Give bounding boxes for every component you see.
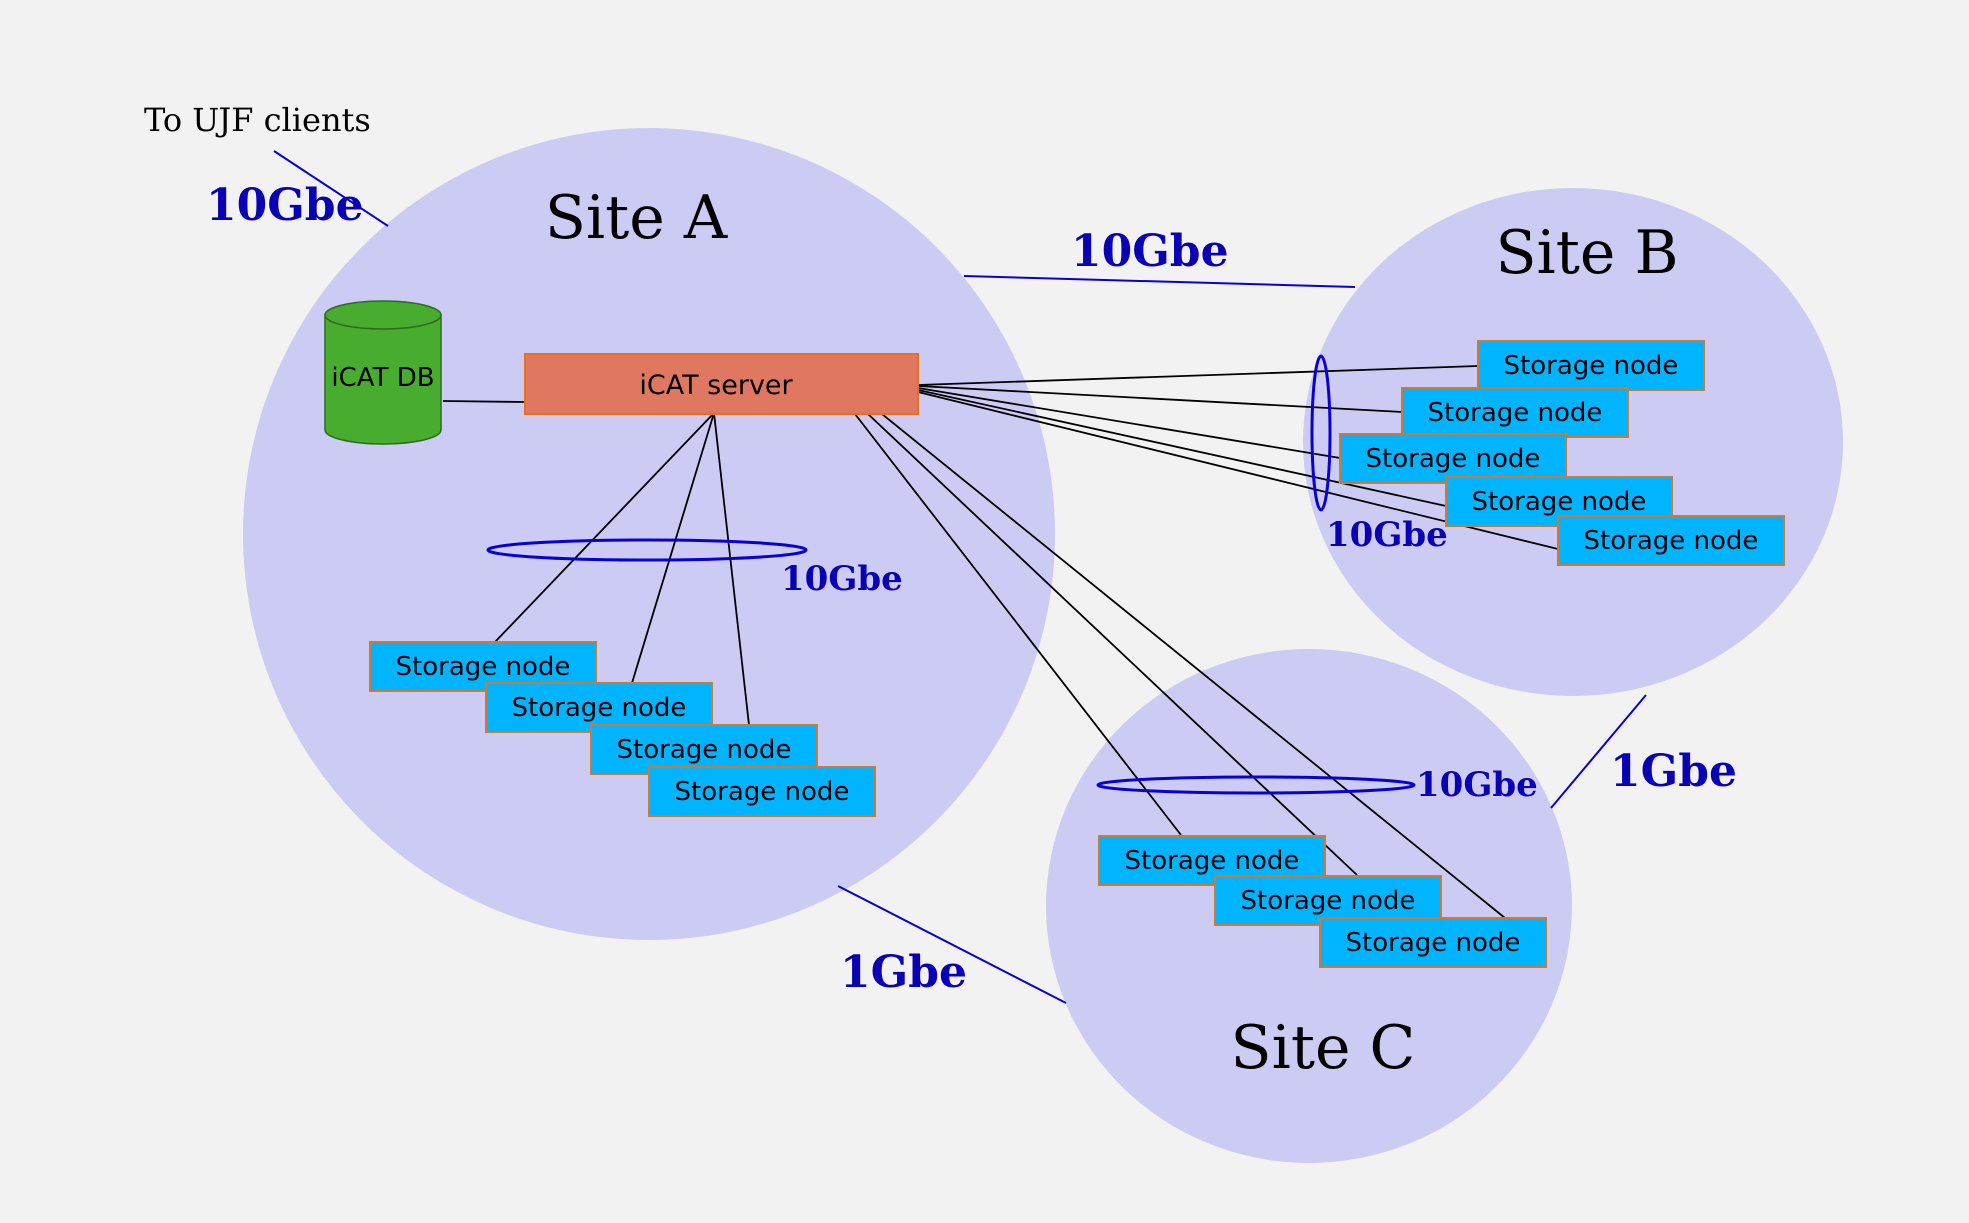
storage-node-box — [590, 724, 818, 775]
icat-db-icon — [324, 300, 442, 445]
storage-node-label: Storage node — [1472, 487, 1647, 517]
icat-server-label: iCAT server — [639, 370, 793, 401]
site-b-label: Site B — [1495, 218, 1678, 288]
storage-node-label: Storage node — [1366, 444, 1541, 474]
conn-c-node-3 — [881, 413, 1506, 919]
conn-b-node-3 — [917, 387, 1341, 459]
db-server-line — [442, 400, 526, 403]
db-cylinder-top — [324, 300, 442, 330]
a-to-b-link-line — [963, 275, 1356, 288]
site-a-circle — [243, 128, 1055, 940]
conn-c-node-1 — [854, 413, 1182, 836]
storage-node-label: Storage node — [1428, 398, 1603, 428]
a-to-c-link-line — [837, 885, 1067, 1004]
storage-node-label: Storage node — [1504, 351, 1679, 381]
switch-rings — [486, 354, 1416, 795]
storage-node-label: Storage node — [1125, 846, 1300, 876]
conn-a-node-3 — [713, 412, 750, 726]
db-cylinder-body — [324, 314, 442, 445]
b-to-c-link-line — [1550, 694, 1647, 809]
storage-node-box — [1339, 433, 1567, 484]
site-b-storage-nodes: Storage node Storage node Storage node S… — [1339, 340, 1785, 566]
ujf-clients-caption: To UJF clients — [144, 101, 371, 139]
site-a-internal-speed: 10Gbe — [781, 559, 903, 599]
server-connections — [442, 365, 1559, 919]
storage-node-box — [485, 682, 713, 733]
site-b-circle — [1303, 188, 1843, 696]
storage-node-label: Storage node — [675, 777, 850, 807]
storage-node-label: Storage node — [617, 735, 792, 765]
conn-b-node-2 — [917, 385, 1403, 413]
conn-b-node-1 — [917, 365, 1479, 386]
storage-node-box — [648, 766, 876, 817]
b-to-c-speed: 1Gbe — [1610, 746, 1737, 797]
wan-links — [273, 150, 1647, 1004]
conn-a-node-1 — [494, 412, 715, 643]
conn-c-node-2 — [867, 413, 1358, 876]
a-to-c-speed: 1Gbe — [840, 947, 967, 998]
storage-node-box — [1477, 340, 1705, 391]
storage-node-label: Storage node — [512, 693, 687, 723]
storage-node-box — [1401, 387, 1629, 438]
a-to-b-speed: 10Gbe — [1071, 226, 1229, 277]
icat-db-label: iCAT DB — [331, 363, 434, 393]
site-c-label: Site C — [1231, 1013, 1416, 1083]
ujf-link-speed: 10Gbe — [206, 180, 364, 231]
storage-node-box — [1319, 917, 1547, 968]
storage-node-label: Storage node — [1241, 886, 1416, 916]
site-b-internal-speed: 10Gbe — [1326, 515, 1448, 555]
site-a-switch-ring — [486, 538, 808, 562]
storage-node-label: Storage node — [396, 652, 571, 682]
site-c-internal-speed: 10Gbe — [1416, 765, 1538, 805]
storage-node-label: Storage node — [1346, 928, 1521, 958]
storage-node-label: Storage node — [1584, 526, 1759, 556]
site-c-switch-ring — [1096, 775, 1416, 795]
site-a-label: Site A — [545, 183, 728, 253]
ujf-link-line — [273, 150, 389, 227]
site-b-switch-ring — [1310, 354, 1332, 512]
site-a-storage-nodes: Storage node Storage node Storage node S… — [369, 641, 876, 817]
storage-node-box — [1214, 875, 1442, 926]
conn-b-node-4 — [917, 389, 1447, 507]
storage-node-box — [1557, 515, 1785, 566]
icat-server-box — [524, 353, 919, 415]
site-c-storage-nodes: Storage node Storage node Storage node — [1098, 835, 1547, 968]
conn-a-node-2 — [631, 412, 715, 684]
